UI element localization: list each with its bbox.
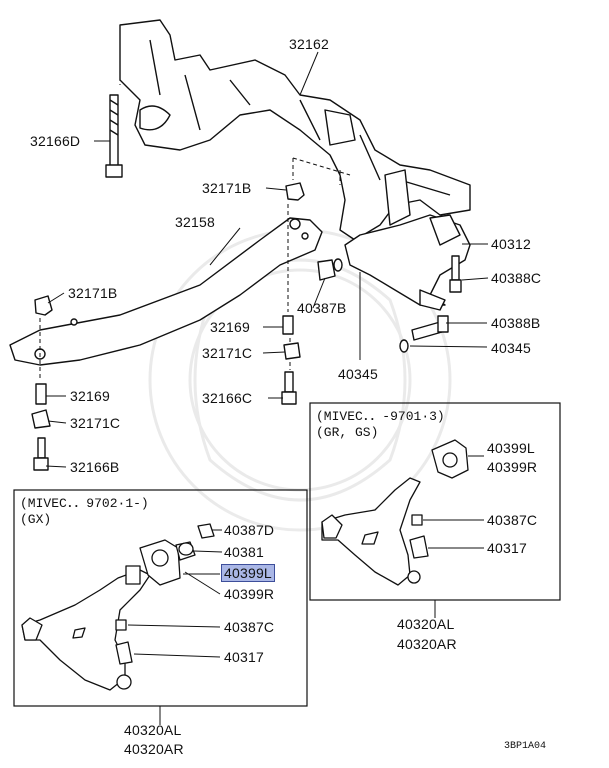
- label-32171c-lower: 32171C: [70, 415, 121, 431]
- right-box-note-line2: (GR, GS): [316, 425, 379, 440]
- left-bushing-40387c[interactable]: [115, 619, 127, 631]
- right-bushing-40387c[interactable]: [411, 514, 423, 526]
- label-40388b: 40388B: [491, 315, 541, 331]
- label-32171c-upper: 32171C: [202, 345, 253, 361]
- cushion-32171c-upper[interactable]: [283, 342, 301, 360]
- label-32166b: 32166B: [70, 459, 120, 475]
- left-washer-40381[interactable]: [178, 542, 194, 556]
- crossmember-32162[interactable]: [119, 19, 471, 241]
- collar-32169-upper[interactable]: [282, 315, 294, 335]
- right-bump-40317[interactable]: [409, 535, 429, 559]
- bushing-40387b[interactable]: [317, 259, 336, 281]
- left-label-40320al: 40320AL: [124, 722, 182, 738]
- right-label-40399r: 40399R: [487, 459, 538, 475]
- label-32166d: 32166D: [30, 133, 81, 149]
- support-bar-32158[interactable]: [9, 217, 323, 366]
- bolt-32166c[interactable]: [284, 371, 294, 393]
- cushion-32171b-lower[interactable]: [34, 295, 53, 316]
- label-32162: 32162: [289, 36, 329, 52]
- right-label-40387c: 40387C: [487, 512, 538, 528]
- left-bump-40317[interactable]: [115, 641, 133, 665]
- left-label-40381: 40381: [224, 544, 264, 560]
- left-lower-arm[interactable]: [21, 569, 151, 691]
- left-label-40320ar: 40320AR: [124, 741, 184, 757]
- right-label-40320ar: 40320AR: [397, 636, 457, 652]
- left-label-40317: 40317: [224, 649, 264, 665]
- right-label-40317: 40317: [487, 540, 527, 556]
- left-label-40387d: 40387D: [224, 522, 275, 538]
- label-32171b-upper: 32171B: [202, 180, 252, 196]
- label-32158: 32158: [175, 214, 215, 230]
- label-32169-upper: 32169: [210, 319, 250, 335]
- cushion-32171c-lower[interactable]: [31, 409, 51, 429]
- label-32166c: 32166C: [202, 390, 253, 406]
- washer-40345-a[interactable]: [399, 339, 409, 353]
- left-label-40399l-highlighted[interactable]: 40399L: [221, 564, 275, 582]
- left-box-note-line1: (MIVEC．．9702·1-): [20, 496, 149, 511]
- figure-code: 3BP1A04: [504, 741, 547, 752]
- left-nut-40387d[interactable]: [197, 523, 215, 539]
- label-32171b-lower: 32171B: [68, 285, 118, 301]
- label-40388c: 40388C: [491, 270, 542, 286]
- right-label-40320al: 40320AL: [397, 616, 455, 632]
- left-label-40387c: 40387C: [224, 619, 275, 635]
- label-40345-center: 40345: [338, 366, 378, 382]
- label-40345-right: 40345: [491, 340, 531, 356]
- collar-32169-lower[interactable]: [35, 383, 47, 405]
- cushion-32171b-upper[interactable]: [285, 182, 305, 201]
- label-40387b: 40387B: [297, 300, 347, 316]
- right-label-40399l: 40399L: [487, 440, 535, 456]
- left-box-note-line2: (GX): [20, 512, 52, 527]
- label-32169-lower: 32169: [70, 388, 110, 404]
- label-40312: 40312: [491, 236, 531, 252]
- left-label-40399r: 40399R: [224, 586, 275, 602]
- right-lower-arm[interactable]: [321, 477, 421, 586]
- bolt-40388c[interactable]: [451, 255, 460, 281]
- bolt-32166b[interactable]: [37, 437, 46, 459]
- right-box-note-line1: (MIVEC．．-9701·3): [316, 409, 445, 424]
